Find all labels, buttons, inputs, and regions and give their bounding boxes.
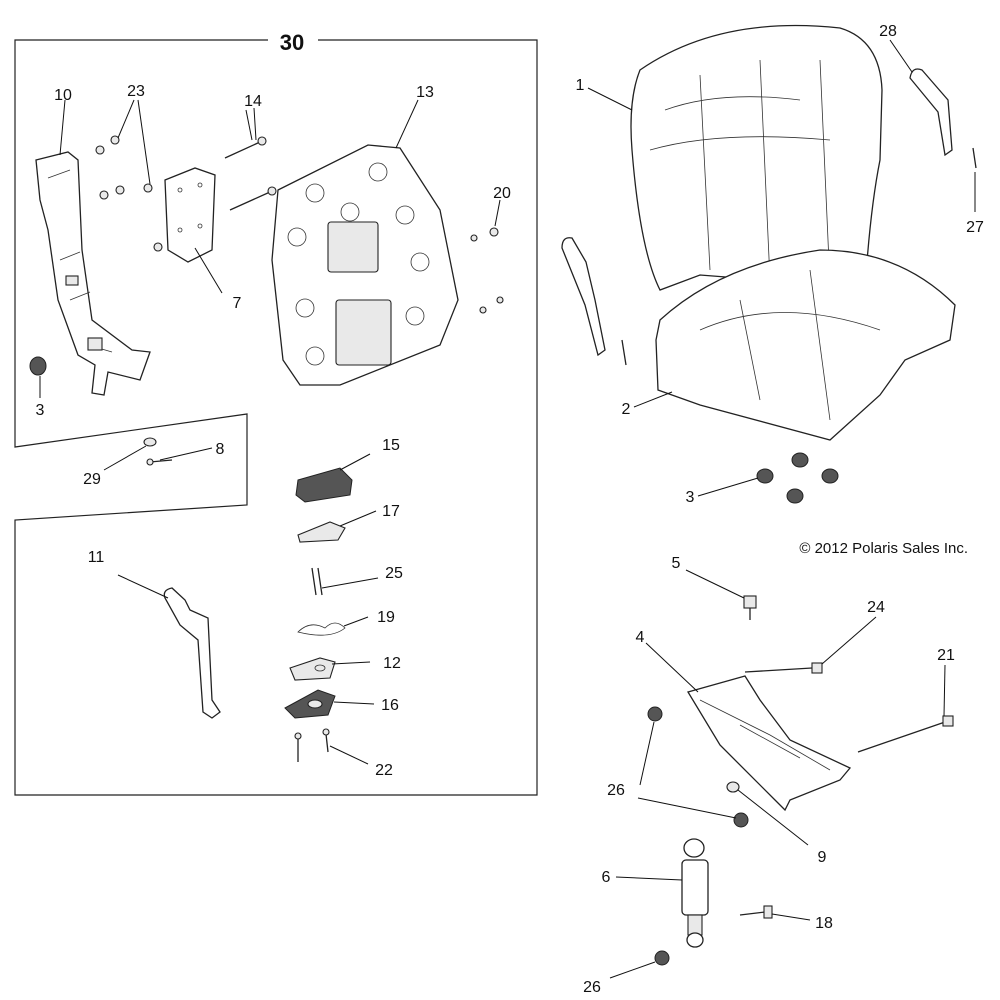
callout-27: 27 [966,219,984,236]
seat-strap-left [561,237,627,366]
kit-30-frame: 30 [14,30,538,796]
callout-12: 12 [383,655,401,672]
callout-8: 8 [216,441,225,458]
part-21-bolt [857,715,954,753]
callout-28: 28 [879,23,897,40]
callout-24: 24 [867,599,885,616]
callout-11: 11 [88,549,105,566]
part-8-screw [146,458,173,466]
part-17-latch [297,521,346,543]
part-18-bolt [739,905,773,919]
callout-6: 6 [602,869,611,886]
callout-7: 7 [233,295,242,312]
part-26-nut-bottom [654,950,670,966]
part-27-pin [972,147,977,169]
part-1-seat-back [630,24,883,291]
leader-lines [39,39,976,979]
part-4-pivot-frame [687,675,852,812]
part-11-strap [163,587,221,719]
part-22-screws [294,728,330,762]
part-3-grommet-left [29,356,47,376]
callout-10: 10 [54,87,72,104]
part-25-pins [311,567,323,596]
callout-22: 22 [375,762,393,779]
callout-3-left: 3 [36,402,45,419]
part-15-block [295,467,353,503]
callout-20: 20 [493,185,511,202]
callout-18: 18 [815,915,833,932]
callout-19: 19 [377,609,395,626]
callout-15: 15 [382,437,400,454]
part-28-strap [909,68,953,157]
callout-4: 4 [636,629,645,646]
part-20-screws [470,227,504,314]
callout-16: 16 [381,697,399,714]
callout-5: 5 [672,555,681,572]
callout-14: 14 [244,93,262,110]
copyright-notice: © 2012 Polaris Sales Inc. [799,540,968,557]
part-14-bolts [224,136,277,211]
part-13-back-plate [271,144,459,386]
part-3-grommets-right [756,452,839,504]
callout-17: 17 [382,503,400,520]
callout-26-mid: 26 [607,782,625,799]
part-19-clip [297,622,346,636]
callout-3-right: 3 [686,489,695,506]
callout-1: 1 [576,77,585,94]
part-5-bushing [743,595,757,620]
part-6-shock-absorber [681,838,709,948]
callout-labels: 1 2 3 3 4 5 6 7 8 9 10 11 12 13 14 15 16… [36,23,984,996]
callout-29: 29 [83,471,101,488]
callout-25: 25 [385,565,403,582]
part-23-nuts [95,135,163,252]
part-26-nut-top [647,706,663,722]
callout-21: 21 [937,647,955,664]
callout-2: 2 [622,401,631,418]
callout-23: 23 [127,83,145,100]
callout-26-bottom: 26 [583,979,601,996]
part-2-seat-cushion [655,249,956,441]
part-10-bracket [35,151,151,396]
part-12-plate [289,657,336,681]
callout-9: 9 [818,849,827,866]
callout-13: 13 [416,84,434,101]
part-7-mount-plate [164,167,216,263]
part-24-bolt [744,662,823,674]
part-16-base [284,689,336,719]
part-9-washer [726,781,740,793]
kit-30-label: 30 [280,30,304,55]
part-26-nut-mid [733,812,749,828]
part-29-washer [143,437,157,447]
